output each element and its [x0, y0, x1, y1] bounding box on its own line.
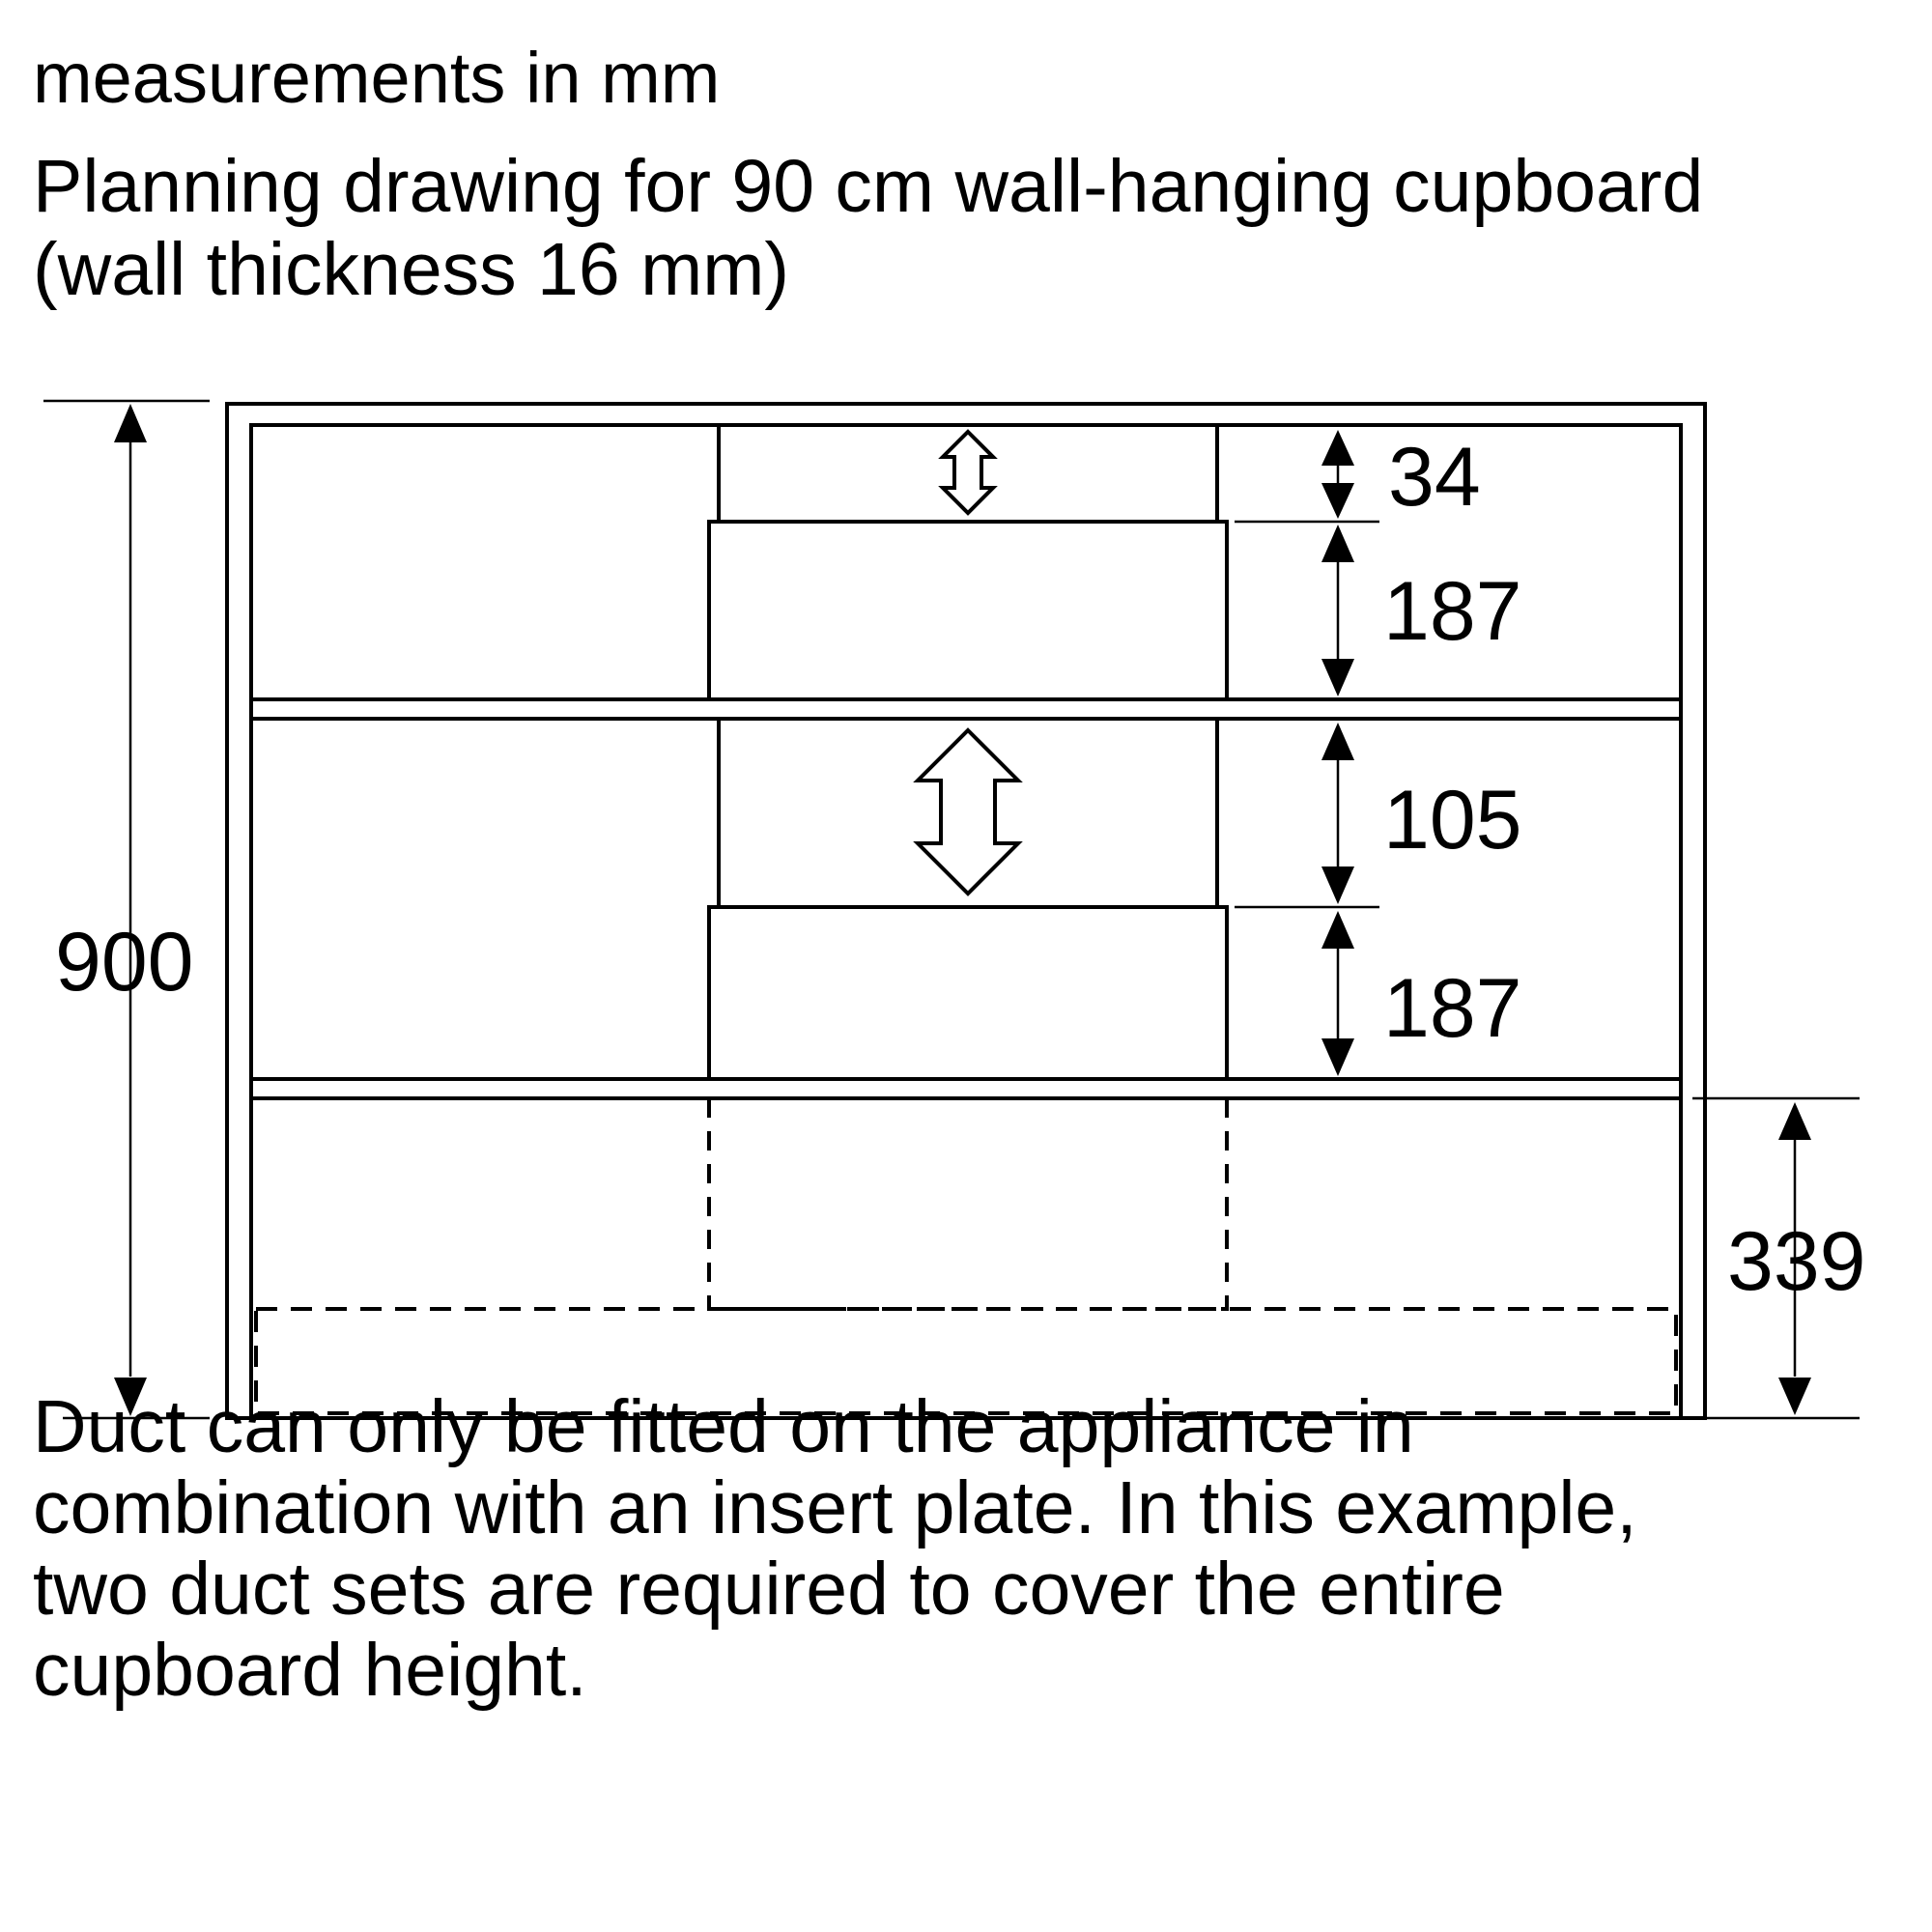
- units-note: measurements in mm: [33, 38, 721, 118]
- dimension-label-top-duct: 187: [1383, 565, 1522, 658]
- dimension-label-middle-duct: 187: [1383, 962, 1522, 1055]
- appliance-hood-outline: [254, 1307, 1678, 1415]
- upper-duct-fixed: [707, 520, 1229, 701]
- drawing-title: Planning drawing for 90 cm wall-hanging …: [33, 145, 1703, 311]
- cabinet-outer-wall: [225, 402, 1707, 1420]
- dimension-arrow-middle-gap: [1321, 723, 1354, 904]
- dimension-arrow-total-height: [114, 404, 147, 1416]
- dimension-arrow-top-duct: [1321, 525, 1354, 696]
- middle-duct-telescopic: [717, 717, 1219, 909]
- footer-line-2: combination with an insert plate. In thi…: [33, 1466, 1637, 1549]
- dimension-arrow-bottom-section: [1778, 1102, 1811, 1415]
- small-adjust-arrow-icon: [938, 429, 998, 516]
- title-line-2: (wall thickness 16 mm): [33, 228, 790, 311]
- footer-line-1: Duct can only be fitted on the appliance…: [33, 1385, 1414, 1468]
- shelf-upper: [249, 697, 1683, 721]
- middle-duct-fixed: [707, 905, 1229, 1081]
- dimension-label-middle-gap: 105: [1383, 774, 1522, 867]
- title-line-1: Planning drawing for 90 cm wall-hanging …: [33, 145, 1704, 228]
- appliance-chimney-outline: [707, 1098, 1229, 1311]
- upper-duct-telescopic: [717, 423, 1219, 524]
- footer-note: Duct can only be fitted on the appliance…: [33, 1386, 1637, 1711]
- footer-line-3: two duct sets are required to cover the …: [33, 1548, 1505, 1631]
- footer-line-4: cupboard height.: [33, 1629, 587, 1712]
- dimension-arrow-middle-duct: [1321, 911, 1354, 1076]
- dimension-label-bottom-section: 339: [1727, 1215, 1866, 1308]
- dimension-arrow-top-gap: [1321, 430, 1354, 519]
- dimension-label-total-height: 900: [55, 916, 194, 1009]
- large-adjust-arrow-icon: [913, 727, 1023, 896]
- shelf-lower: [249, 1077, 1683, 1100]
- dimension-label-top-gap: 34: [1388, 431, 1481, 524]
